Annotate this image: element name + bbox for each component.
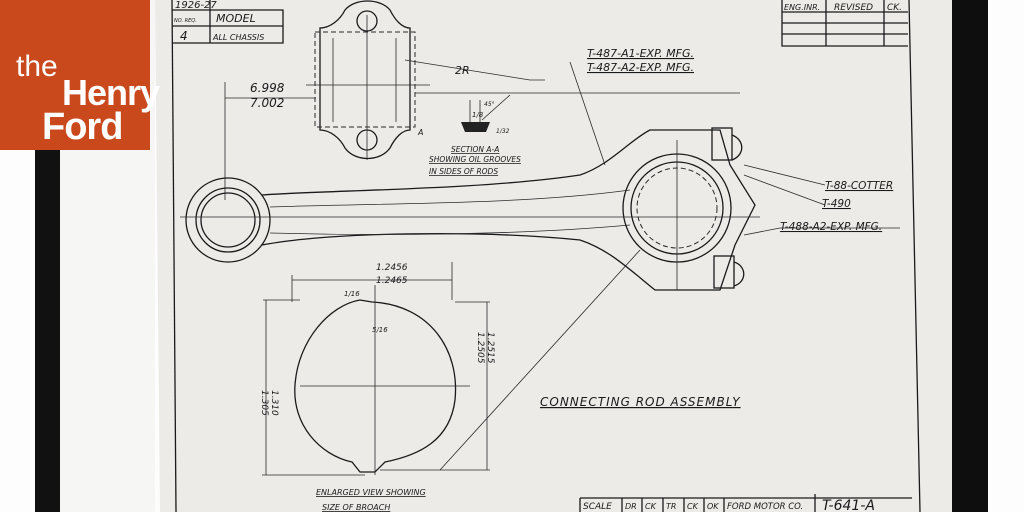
border-line-left <box>171 0 177 512</box>
logo-henry: Henry <box>62 72 160 113</box>
logo-the: the <box>16 50 58 83</box>
oil-groove-detail: 45° 1/8 1/32 SECTION A-A SHOWING OIL GRO… <box>429 94 521 176</box>
rev-header-revised: REVISED <box>834 3 873 13</box>
broach-flat-text: 5/16 <box>372 326 388 334</box>
length-max-text: 6.998 <box>250 81 285 95</box>
broach-tip-text: 1/16 <box>344 290 360 298</box>
model-label: MODEL <box>216 12 256 25</box>
length-min-text: 7.002 <box>250 96 284 110</box>
rev-header-engineer: ENG.INR. <box>784 3 820 12</box>
logo-ford: Ford <box>42 106 123 148</box>
bottom-title-block: SCALE DR CK TR CK OK FORD MOTOR CO. T-64… <box>579 494 912 512</box>
bore-b-text: 1.2515 <box>485 332 495 364</box>
cap-section-view: A <box>306 0 430 160</box>
ck-cell-1: CK <box>645 502 657 511</box>
connecting-rod <box>180 127 760 291</box>
scale-cell: SCALE <box>583 502 612 512</box>
broach-width-b-text: 1.2465 <box>376 276 408 286</box>
qty-value: 4 <box>180 29 188 43</box>
height-a-text: 1.305 <box>259 390 269 416</box>
ck-cell-2: CK <box>687 502 699 511</box>
part-labels: T-487-A1-EXP. MFG. T-487-A2-EXP. MFG. T-… <box>569 47 900 236</box>
no-req-label: NO. REQ. <box>174 18 197 24</box>
part-label-t487-a1: T-487-A1-EXP. MFG. <box>587 47 694 60</box>
height-b-text: 1.310 <box>269 390 279 416</box>
border-line-right <box>908 0 921 512</box>
broach-width-a-text: 1.2456 <box>376 263 408 273</box>
section-note-line3: IN SIDES OF RODS <box>429 167 498 176</box>
groove-width-text: 1/8 <box>472 111 484 119</box>
broach-note-line1: ENLARGED VIEW SHOWING <box>316 488 426 497</box>
right-film-border <box>952 0 988 512</box>
section-marker-a: A <box>417 128 423 137</box>
drawing-number: T-641-A <box>822 498 875 512</box>
section-note-line1: SECTION A-A <box>451 145 499 154</box>
broach-note-line2: SIZE OF BROACH <box>322 503 390 512</box>
drawing-title: CONNECTING ROD ASSEMBLY <box>540 395 741 409</box>
groove-depth-text: 1/32 <box>496 128 510 135</box>
year-text: 1926-27 <box>175 0 217 11</box>
revision-table: ENG.INR. REVISED CK. <box>781 0 908 47</box>
tr-cell: TR <box>666 502 676 511</box>
paper-sheet <box>155 0 955 512</box>
broach-enlarged-view: 1.2456 1.2465 1/16 5/16 1.305 1.310 1.25… <box>259 249 641 512</box>
ok-cell: OK <box>707 502 719 511</box>
part-label-t488-a2: T-488-A2-EXP. MFG. <box>780 221 882 233</box>
part-label-t88-cotter: T-88-COTTER <box>825 180 893 192</box>
part-label-t487-a2: T-487-A2-EXP. MFG. <box>587 61 694 74</box>
groove-angle-text: 45° <box>484 101 495 108</box>
length-dimension: 6.998 7.002 2R <box>224 59 740 200</box>
bore-a-text: 1.2505 <box>475 332 485 364</box>
part-label-t490: T-490 <box>822 198 851 210</box>
radius-text: 2R <box>455 64 470 77</box>
henry-ford-logo: the Henry Ford <box>0 0 160 150</box>
left-film-border <box>35 150 61 512</box>
company-cell: FORD MOTOR CO. <box>727 502 803 512</box>
model-value: ALL CHASSIS <box>212 33 264 42</box>
rev-header-ck: CK. <box>887 3 902 13</box>
section-note-line2: SHOWING OIL GROOVES <box>429 155 521 164</box>
dr-cell: DR <box>625 502 637 511</box>
model-table: 1926-27 NO. REQ. MODEL 4 ALL CHASSIS <box>172 0 284 44</box>
